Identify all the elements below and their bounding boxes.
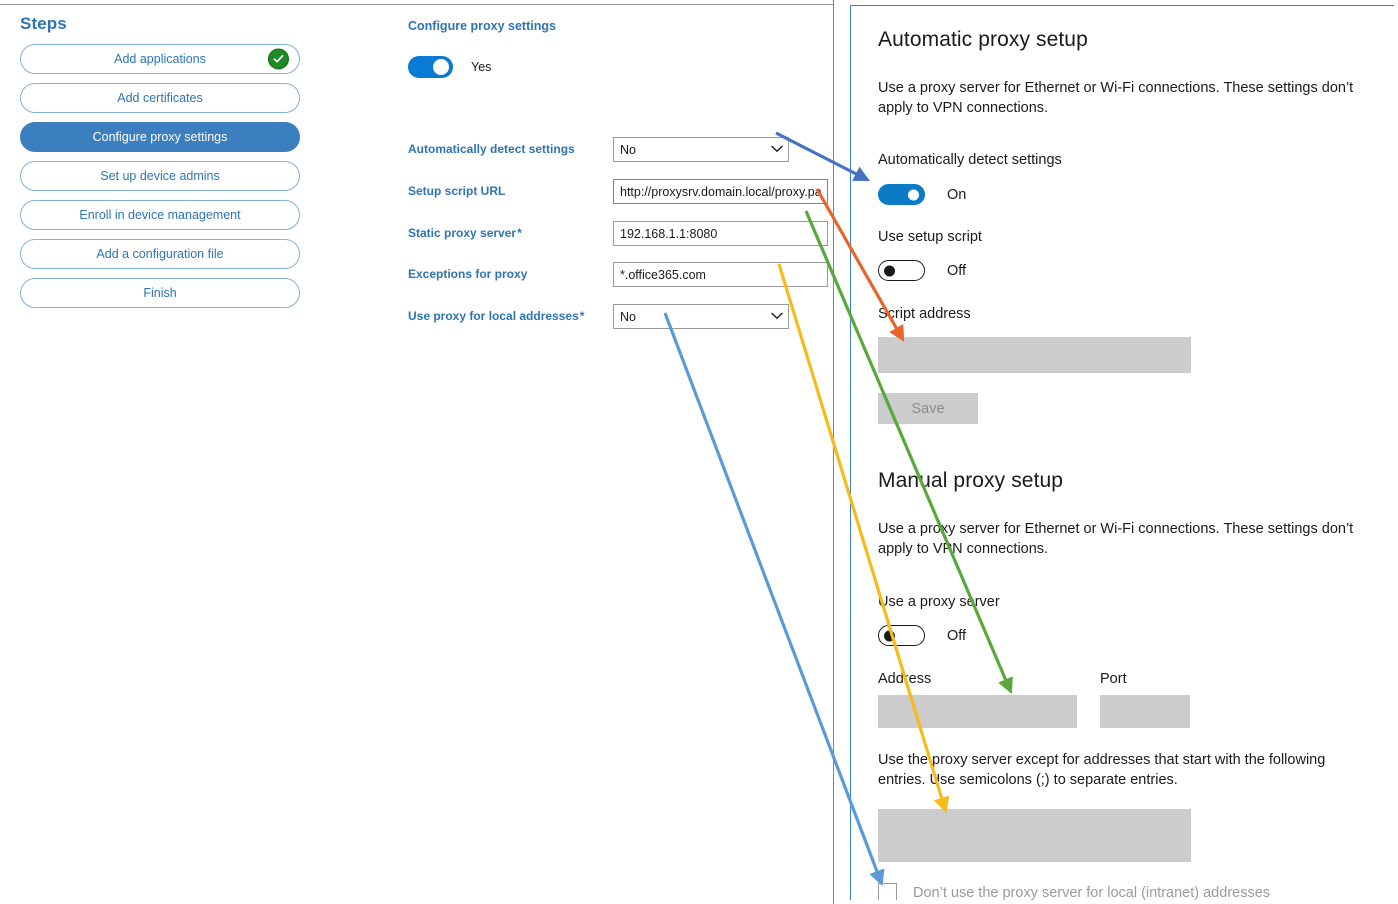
step-label: Add a configuration file	[96, 247, 224, 261]
address-label: Address	[878, 671, 932, 687]
use-a-proxy-server-state: Off	[947, 627, 967, 644]
bypass-local-addresses-row: Don’t use the proxy server for local (in…	[878, 883, 1270, 900]
configure-proxy-toggle[interactable]	[408, 56, 453, 78]
proxy-form-panel: Configure proxy settings Yes Automatical…	[395, 14, 828, 334]
use-setup-script-state: Off	[947, 262, 967, 279]
auto-detect-settings-label: Automatically detect settings	[878, 152, 1062, 168]
bypass-local-addresses-checkbox[interactable]	[878, 883, 897, 900]
step-item-configure-proxy-settings[interactable]: Configure proxy settings	[20, 122, 300, 152]
steps-title: Steps	[20, 14, 67, 33]
step-label: Set up device admins	[100, 169, 220, 183]
step-item-add-certificates[interactable]: Add certificates	[20, 83, 300, 113]
form-heading: Configure proxy settings	[408, 19, 556, 33]
use-setup-script-toggle-row: Off	[878, 260, 966, 281]
windows-proxy-settings-panel: Automatic proxy setup Use a proxy server…	[850, 5, 1394, 900]
auto-detect-settings-state: On	[947, 186, 967, 203]
automatically-detect-settings-select[interactable]: No	[613, 137, 789, 162]
field-label: Exceptions for proxy	[408, 267, 528, 281]
use-proxy-for-local-addresses-select[interactable]: No	[613, 304, 789, 329]
step-item-add-a-configuration-file[interactable]: Add a configuration file	[20, 239, 300, 269]
step-item-finish[interactable]: Finish	[20, 278, 300, 308]
arrow-use-proxy-local	[663, 312, 885, 887]
exceptions-for-proxy-input[interactable]: *.office365.com	[613, 262, 828, 287]
static-proxy-server-input[interactable]: 192.168.1.1:8080	[613, 221, 828, 246]
chevron-down-icon	[771, 312, 783, 322]
select-value: No	[620, 142, 636, 157]
step-label: Configure proxy settings	[92, 130, 228, 144]
check-circle-icon	[268, 48, 289, 70]
use-setup-script-toggle[interactable]	[878, 260, 925, 281]
proxy-exceptions-description: Use the proxy server except for addresse…	[878, 752, 1326, 788]
step-label: Enroll in device management	[79, 208, 241, 222]
use-a-proxy-server-label: Use a proxy server	[878, 594, 1000, 610]
field-label: Setup script URL	[408, 184, 506, 198]
configure-proxy-toggle-row: Yes	[408, 56, 491, 78]
port-label: Port	[1100, 671, 1127, 687]
port-input[interactable]	[1100, 695, 1190, 728]
auto-detect-settings-toggle-row: On	[878, 184, 966, 205]
step-item-enroll-in-device-management[interactable]: Enroll in device management	[20, 200, 300, 230]
script-address-label: Script address	[878, 306, 971, 322]
step-item-add-applications[interactable]: Add applications	[20, 44, 300, 74]
save-button[interactable]: Save	[878, 393, 978, 424]
configure-proxy-toggle-label: Yes	[471, 60, 492, 74]
use-a-proxy-server-toggle-row: Off	[878, 625, 966, 646]
step-label: Add applications	[114, 52, 206, 66]
steps-panel: Steps Add applications Add certificates …	[0, 10, 333, 330]
use-a-proxy-server-toggle[interactable]	[878, 625, 925, 646]
toggle-knob	[908, 189, 919, 200]
field-label: Static proxy server *	[408, 226, 522, 240]
field-label: Use proxy for local addresses *	[408, 309, 585, 323]
input-value: http://proxysrv.domain.local/proxy.pa	[620, 184, 821, 199]
toggle-knob	[884, 630, 895, 641]
input-value: *.office365.com	[620, 267, 706, 282]
automatic-proxy-setup-heading: Automatic proxy setup	[878, 28, 1088, 51]
automatic-proxy-setup-description: Use a proxy server for Ethernet or Wi-Fi…	[878, 80, 1354, 116]
step-item-set-up-device-admins[interactable]: Set up device admins	[20, 161, 300, 191]
toggle-knob	[433, 59, 449, 75]
bypass-local-addresses-label: Don’t use the proxy server for local (in…	[913, 884, 1271, 901]
required-asterisk: *	[578, 309, 585, 323]
input-value: 192.168.1.1:8080	[620, 226, 718, 241]
address-input[interactable]	[878, 695, 1077, 728]
use-setup-script-label: Use setup script	[878, 229, 982, 245]
auto-detect-settings-toggle[interactable]	[878, 184, 925, 205]
field-label: Automatically detect settings	[408, 142, 575, 156]
manual-proxy-setup-heading: Manual proxy setup	[878, 469, 1064, 492]
script-address-input[interactable]	[878, 337, 1191, 373]
required-asterisk: *	[516, 226, 522, 240]
proxy-exceptions-input[interactable]	[878, 809, 1191, 862]
select-value: No	[620, 309, 636, 324]
top-divider-rule	[0, 4, 833, 5]
manual-proxy-setup-description: Use a proxy server for Ethernet or Wi-Fi…	[878, 521, 1354, 557]
step-label: Finish	[143, 286, 177, 300]
toggle-knob	[884, 265, 895, 276]
chevron-down-icon	[771, 145, 783, 155]
panel-divider-rule	[833, 0, 834, 904]
setup-script-url-input[interactable]: http://proxysrv.domain.local/proxy.pa	[613, 179, 828, 204]
step-label: Add certificates	[117, 91, 203, 105]
